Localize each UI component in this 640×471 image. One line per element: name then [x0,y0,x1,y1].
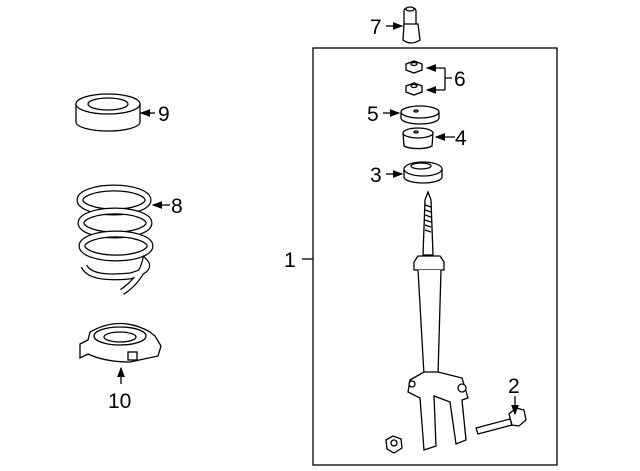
bump-stop-part [402,6,421,44]
strut-assembly-box [312,47,558,466]
callout-3: 3 [370,164,382,187]
spring-seat-lower-part [79,322,162,363]
callout-6: 6 [454,68,466,91]
callout-5: 5 [367,103,379,126]
bolt-part [385,407,527,454]
callout-8: 8 [171,195,183,218]
lower-insulator-part [403,161,443,184]
callout-2: 2 [508,375,520,398]
spring-seat-upper-part [75,93,141,132]
callout-10: 10 [108,390,131,413]
upper-insulator-part [402,127,434,150]
strut-part [407,190,469,451]
coil-spring-part [76,162,154,295]
nut-part [405,60,423,96]
callout-7: 7 [370,16,382,39]
callout-1: 1 [284,249,296,272]
leader-6-bracket [444,68,452,90]
callout-4: 4 [455,127,467,150]
washer-part [400,105,440,125]
callout-9: 9 [158,103,170,126]
